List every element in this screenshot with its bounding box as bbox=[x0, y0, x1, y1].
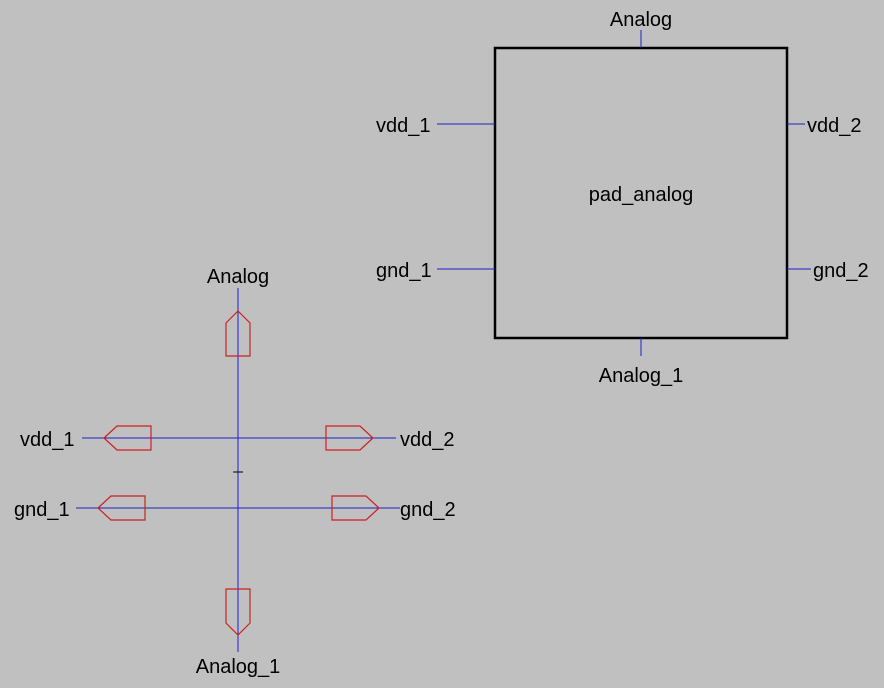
symbol-pin-bottom-label: Analog_1 bbox=[599, 365, 684, 387]
symbol-pin-left-upper-label: vdd_1 bbox=[376, 115, 431, 137]
port-vdd-left-label: vdd_1 bbox=[20, 429, 75, 451]
port-analog-bottom-label: Analog_1 bbox=[196, 656, 281, 678]
pad-analog-symbol[interactable]: pad_analog Analog Analog_1 vdd_1 gnd_1 v… bbox=[376, 9, 869, 387]
port-gnd-right-label: gnd_2 bbox=[400, 499, 456, 521]
port-gnd-left-label: gnd_1 bbox=[14, 499, 70, 521]
port-vdd-right-label: vdd_2 bbox=[400, 429, 455, 451]
symbol-pin-top-label: Analog bbox=[610, 9, 672, 31]
pad-analog-schematic[interactable]: Analog Analog_1 vdd_1 vdd_2 gnd_1 gnd_2 bbox=[14, 266, 456, 678]
port-analog-top[interactable] bbox=[225, 310, 251, 357]
port-vdd-left[interactable] bbox=[103, 425, 152, 451]
symbol-pin-right-lower-label: gnd_2 bbox=[813, 260, 869, 282]
symbol-pin-left-lower-label: gnd_1 bbox=[376, 260, 432, 282]
symbol-name-label: pad_analog bbox=[589, 184, 694, 206]
port-gnd-right[interactable] bbox=[331, 495, 380, 521]
port-gnd-left[interactable] bbox=[97, 495, 146, 521]
symbol-pin-right-upper-label: vdd_2 bbox=[807, 115, 862, 137]
port-analog-top-label: Analog bbox=[207, 266, 269, 288]
port-vdd-right[interactable] bbox=[325, 425, 374, 451]
port-analog-bottom[interactable] bbox=[225, 588, 251, 636]
